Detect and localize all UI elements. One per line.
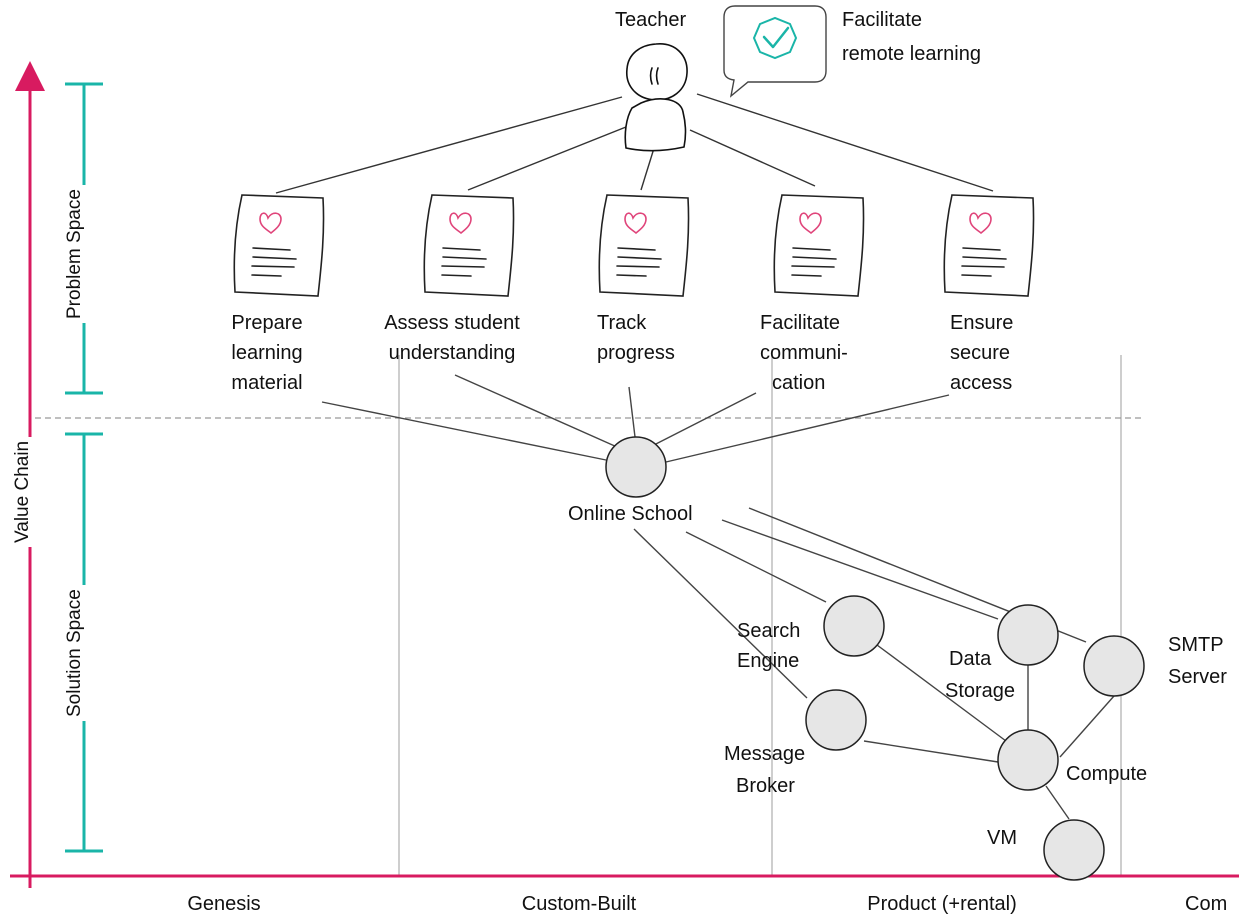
vm-node	[1043, 819, 1105, 881]
message-broker-node	[805, 689, 867, 751]
need-links	[321, 374, 950, 463]
component-links	[633, 507, 1115, 820]
stage-label-product: Product (+rental)	[867, 893, 1017, 915]
persona-goal-line2: remote learning	[842, 43, 981, 65]
stage-label-custom-built: Custom-Built	[521, 893, 637, 915]
online-school-node	[605, 436, 667, 498]
need-icons	[233, 194, 1035, 297]
compute-node	[997, 729, 1059, 791]
persona-goal-line1: Facilitate	[842, 9, 923, 31]
evolution-dividers	[398, 355, 1122, 876]
document-heart-icon	[943, 194, 1035, 297]
problem-space-label: Problem Space	[64, 185, 86, 323]
compute-label: Compute	[1066, 763, 1148, 785]
online-school-label: Online School	[568, 503, 693, 525]
stage-label-genesis: Genesis	[187, 893, 261, 915]
document-heart-icon	[233, 194, 325, 297]
persona-links	[275, 93, 994, 194]
teacher-icon	[624, 43, 688, 152]
document-heart-icon	[598, 194, 690, 297]
vm-label: VM	[987, 827, 1017, 849]
data-storage-node	[997, 604, 1059, 666]
y-axis-label: Value Chain	[12, 436, 34, 547]
stage-label-commodity: Com	[1185, 893, 1228, 915]
search-engine-node	[823, 595, 885, 657]
document-heart-icon	[773, 194, 865, 297]
solution-space-label: Solution Space	[64, 585, 86, 721]
goal-bubble-icon	[723, 5, 827, 98]
smtp-server-node	[1083, 635, 1145, 697]
document-heart-icon	[423, 194, 515, 297]
persona-name: Teacher	[615, 9, 687, 31]
